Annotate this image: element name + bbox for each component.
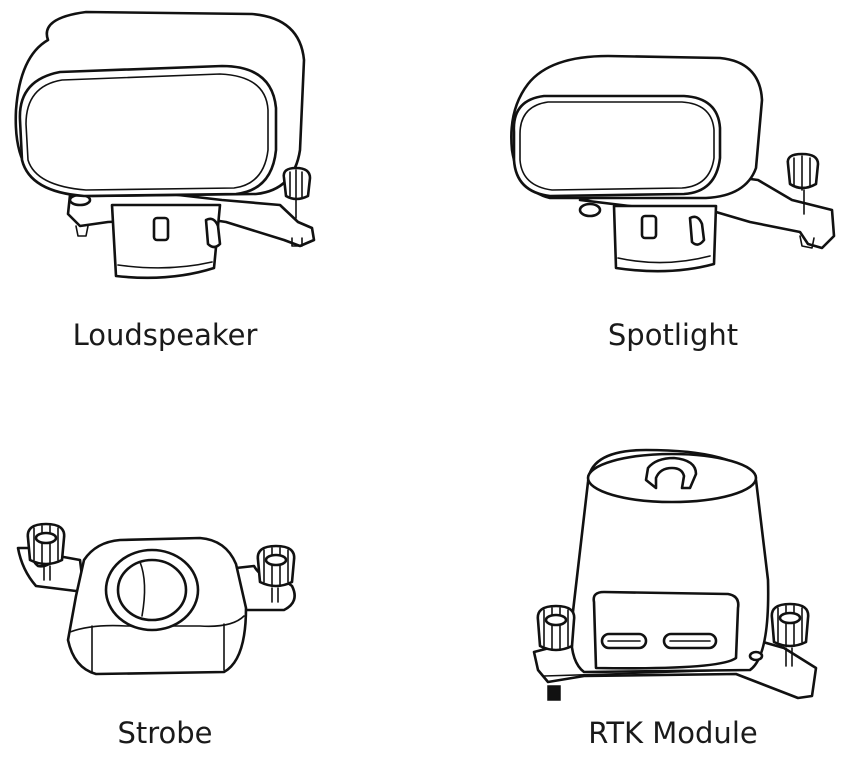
spotlight-illustration bbox=[510, 54, 836, 273]
loudspeaker-illustration bbox=[14, 10, 316, 280]
strobe-figure: Strobe bbox=[0, 420, 420, 770]
rtk-module-illustration bbox=[532, 448, 818, 701]
spotlight-label: Spotlight bbox=[607, 318, 739, 352]
rtk-module-figure: RTK Module bbox=[420, 420, 843, 770]
rtk-module-label: RTK Module bbox=[588, 716, 758, 750]
strobe-illustration bbox=[16, 522, 296, 676]
strobe-label: Strobe bbox=[117, 716, 213, 750]
spotlight-figure: Spotlight bbox=[420, 0, 843, 352]
loudspeaker-figure: Loudspeaker bbox=[0, 0, 420, 352]
loudspeaker-label: Loudspeaker bbox=[72, 318, 258, 352]
